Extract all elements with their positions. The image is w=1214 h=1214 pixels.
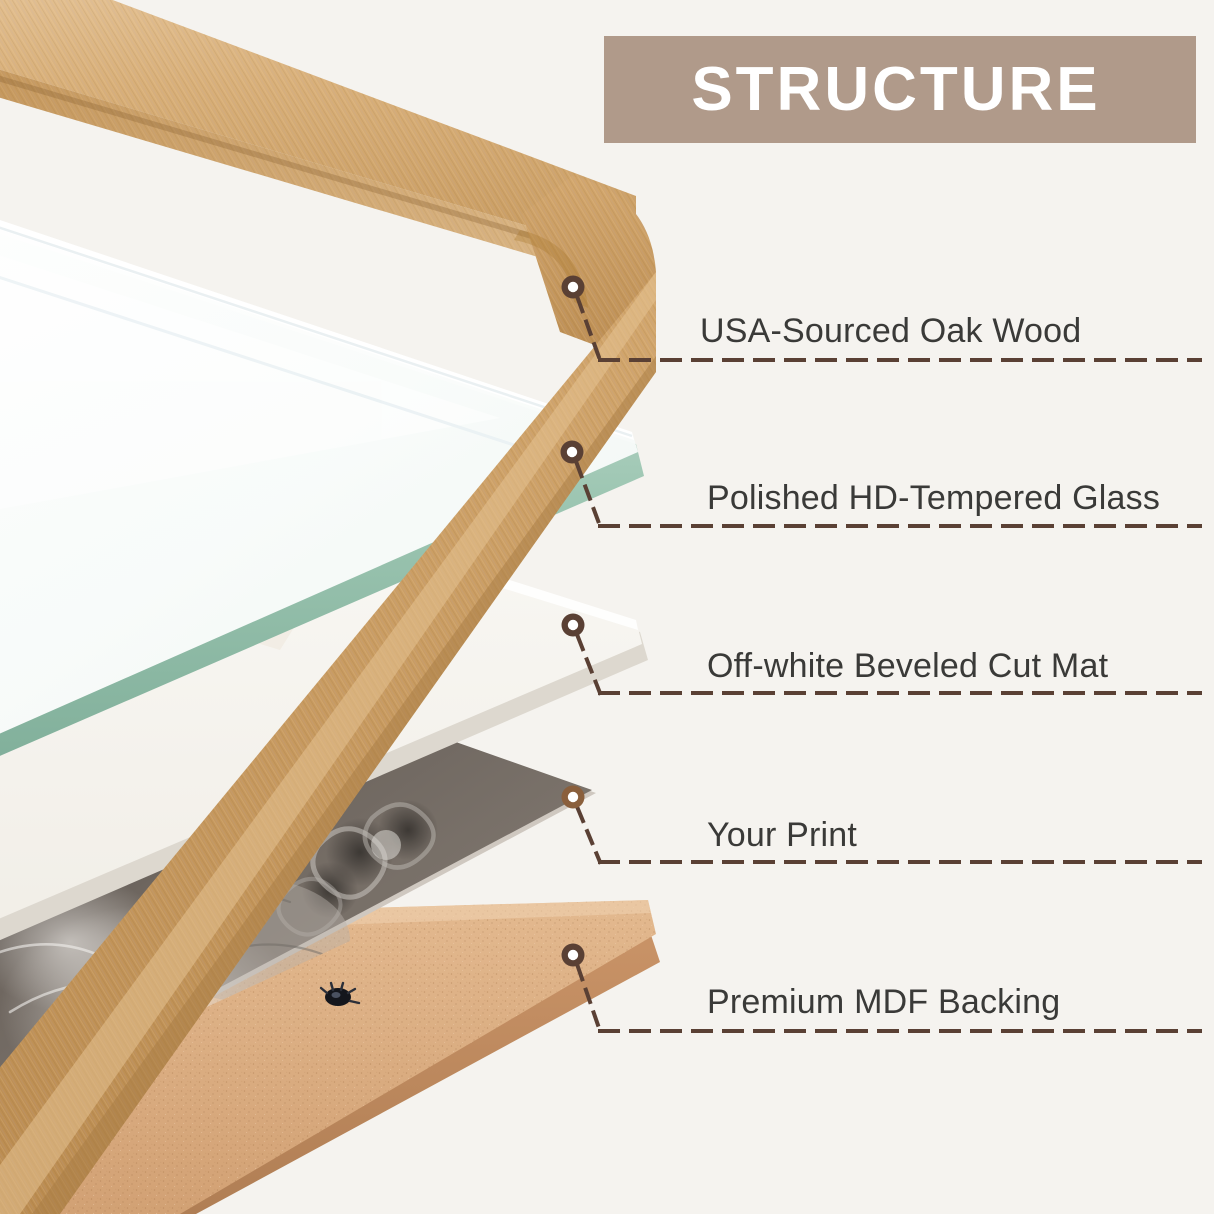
layer-tempered-glass [0, 220, 644, 756]
header-banner: STRUCTURE [604, 36, 1196, 143]
hanging-hardware-icon [319, 981, 361, 1006]
layer-oak-frame [0, 0, 656, 1214]
page-title: STRUCTURE [691, 54, 1101, 124]
